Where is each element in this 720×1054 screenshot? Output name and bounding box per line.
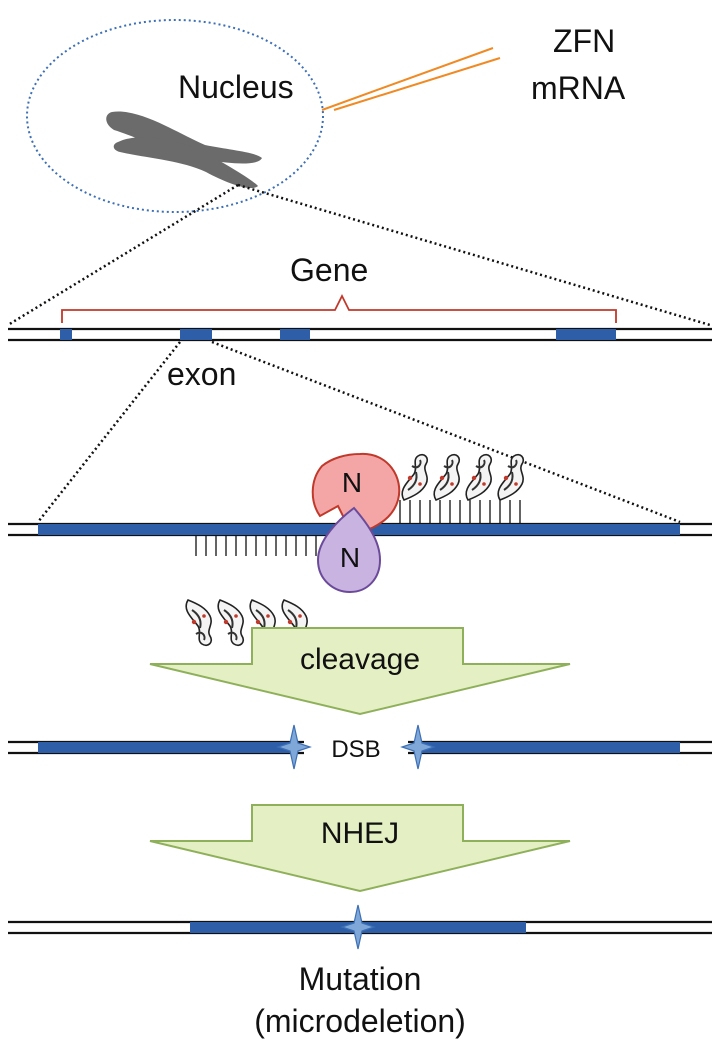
- zinc-finger-icon: [217, 599, 245, 647]
- nuclease-domain-bottom: N: [316, 506, 382, 594]
- nucleus-label: Nucleus: [178, 69, 294, 105]
- exon-block-2: [180, 329, 212, 340]
- dsb-gap: [304, 735, 408, 761]
- zfn-label-line2: mRNA: [531, 70, 626, 106]
- zinc-finger-icon: [497, 453, 525, 501]
- chromosome-icon: [106, 111, 262, 189]
- bottom-zinc-finger-array: [185, 536, 317, 647]
- cleavage-label: cleavage: [300, 643, 420, 676]
- dsb-exon-segments: [38, 742, 680, 753]
- exon-block-4: [556, 329, 616, 340]
- dsb-label: DSB: [331, 736, 380, 763]
- nhej-label: NHEJ: [321, 817, 399, 850]
- mutation-label-line2: (microdeletion): [254, 1003, 466, 1039]
- gene-bracket: [61, 293, 617, 323]
- dsb-exon-right: [418, 742, 680, 753]
- nucleus-outline: [26, 19, 324, 213]
- dsb-exon-left: [38, 742, 294, 753]
- zinc-finger-icon: [401, 453, 429, 501]
- exon-label: exon: [167, 356, 236, 392]
- injection-needle-icon: [321, 47, 501, 111]
- gene-exons: [60, 329, 616, 340]
- exon-block-3: [280, 329, 310, 340]
- zfn-label-line1: ZFN: [553, 23, 615, 59]
- mutation-site-star-icon: [341, 904, 375, 950]
- zinc-finger-icon: [185, 599, 213, 647]
- top-zf-stems: [399, 500, 521, 523]
- nuclease-bottom-label: N: [340, 542, 360, 573]
- top-zinc-finger-array: [399, 453, 525, 523]
- exon-block-1: [60, 329, 72, 340]
- gene-label: Gene: [290, 252, 368, 288]
- zinc-finger-icon: [465, 453, 493, 501]
- nuclease-top-label: N: [342, 467, 362, 498]
- nhej-arrow: NHEJ: [149, 804, 571, 893]
- bottom-zf-stems: [195, 536, 317, 556]
- zinc-finger-icon: [433, 453, 461, 501]
- cleavage-arrow: cleavage: [149, 627, 571, 716]
- mutation-label-line1: Mutation: [299, 961, 422, 997]
- zoom-lines-exon-to-detail: [37, 340, 681, 524]
- zoom-lines-chromosome-to-gene: [7, 183, 711, 327]
